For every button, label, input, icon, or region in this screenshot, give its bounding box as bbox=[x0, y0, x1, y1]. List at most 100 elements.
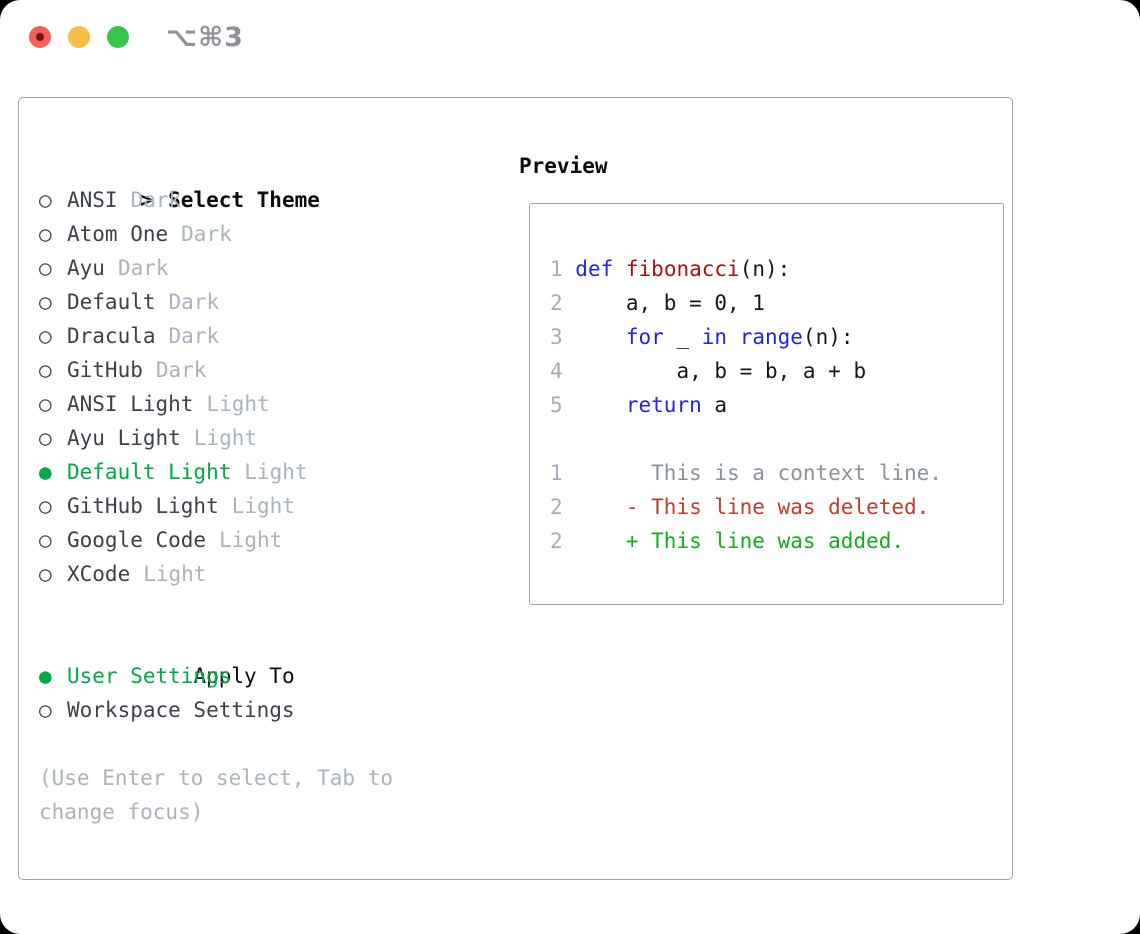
option-label: User Settings bbox=[67, 664, 232, 688]
code-line: 2 a, b = 0, 1 bbox=[550, 286, 1003, 320]
code-line: 1 This is a context line. bbox=[550, 456, 1003, 490]
apply-to-list: ● User Settings ○ Workspace Settings bbox=[39, 659, 393, 727]
minimize-button[interactable] bbox=[68, 26, 90, 48]
line-number: 1 bbox=[550, 257, 576, 281]
titlebar bbox=[29, 26, 129, 48]
code-token bbox=[727, 325, 740, 349]
keyword-token: range bbox=[739, 325, 803, 349]
code-line-blank bbox=[550, 422, 1003, 456]
close-button-dot bbox=[36, 33, 44, 41]
function-name-token: fibonacci bbox=[625, 257, 740, 281]
radio-icon: ○ bbox=[39, 392, 52, 416]
theme-variant-label: Light bbox=[244, 460, 308, 484]
line-number: 2 bbox=[550, 291, 576, 315]
option-label: GitHub bbox=[67, 358, 143, 382]
line-number: 1 bbox=[550, 461, 563, 485]
option-label: XCode bbox=[67, 562, 131, 586]
keyword-token: for bbox=[625, 325, 664, 349]
code-token bbox=[563, 529, 626, 553]
code-token: _ bbox=[663, 325, 702, 349]
radio-icon: ○ bbox=[39, 290, 52, 314]
theme-variant-label: Light bbox=[193, 426, 258, 450]
option-label: Workspace Settings bbox=[67, 698, 295, 722]
apply-to-section: Apply To ● User Settings ○ Workspace Settin… bbox=[39, 625, 393, 727]
code-line: 4 a, b = b, a + b bbox=[550, 354, 1003, 388]
radio-icon: ○ bbox=[39, 698, 52, 722]
apply-option-user-settings[interactable]: ● User Settings bbox=[39, 659, 393, 693]
theme-option-xcode[interactable]: ○ XCode Light bbox=[39, 557, 393, 591]
right-column: Preview 1 def fibonacci(n):2 a, b = 0, 1… bbox=[519, 149, 1004, 605]
theme-variant-label: Light bbox=[219, 528, 283, 552]
code-token bbox=[563, 495, 626, 519]
cursor-icon: > bbox=[140, 188, 153, 212]
code-token: a bbox=[701, 393, 728, 417]
code-token: a, b = 0, 1 bbox=[575, 291, 765, 315]
keyword-token: def bbox=[575, 257, 614, 281]
line-number: 3 bbox=[550, 325, 576, 349]
radio-icon: ○ bbox=[39, 222, 52, 246]
section-title: Select Theme bbox=[168, 188, 320, 212]
radio-icon: ○ bbox=[39, 494, 52, 518]
option-label: Dracula bbox=[67, 324, 156, 348]
option-label: Ayu Light bbox=[67, 426, 181, 450]
code-token bbox=[575, 325, 626, 349]
zoom-button[interactable] bbox=[107, 26, 129, 48]
theme-option-ansi-light[interactable]: ○ ANSI Light Light bbox=[39, 387, 393, 421]
line-number: 2 bbox=[550, 529, 563, 553]
option-label: ANSI bbox=[67, 188, 118, 212]
radio-icon: ○ bbox=[39, 358, 52, 382]
code-token bbox=[575, 393, 626, 417]
theme-variant-label: Dark bbox=[168, 324, 220, 348]
theme-variant-label: Light bbox=[143, 562, 207, 586]
radio-icon: ○ bbox=[39, 562, 52, 586]
radio-icon: ○ bbox=[39, 426, 52, 450]
option-label: ANSI Light bbox=[67, 392, 194, 416]
line-number: 4 bbox=[550, 359, 576, 383]
theme-variant-label: Dark bbox=[130, 188, 182, 212]
theme-variant-label: Dark bbox=[117, 256, 169, 280]
theme-option-github-light[interactable]: ○ GitHub Light Light bbox=[39, 489, 393, 523]
apply-option-workspace-settings[interactable]: ○ Workspace Settings bbox=[39, 693, 393, 727]
theme-option-google-code[interactable]: ○ Google Code Light bbox=[39, 523, 393, 557]
code-token bbox=[613, 257, 626, 281]
help-text: (Use Enter to select, Tab to change focus… bbox=[39, 761, 393, 829]
code-line: 2 - This line was deleted. bbox=[550, 490, 1003, 524]
window-shortcut-label: ⌥⌘3 bbox=[166, 22, 244, 53]
code-token: a, b = b, a + b bbox=[575, 359, 867, 383]
selected-radio-icon: ● bbox=[39, 664, 52, 688]
theme-variant-label: Light bbox=[231, 494, 295, 518]
preview-title: Preview bbox=[519, 154, 608, 178]
keyword-token: in bbox=[701, 325, 728, 349]
help-line: change focus) bbox=[39, 800, 204, 824]
diff-deleted-text: - This line was deleted. bbox=[625, 495, 930, 519]
code-line: 5 return a bbox=[550, 388, 1003, 422]
code-line: 3 for _ in range(n): bbox=[550, 320, 1003, 354]
theme-option-ayu-light[interactable]: ○ Ayu Light Light bbox=[39, 421, 393, 455]
code-line: 1 def fibonacci(n): bbox=[550, 252, 1003, 286]
theme-variant-label: Dark bbox=[155, 358, 207, 382]
keyword-token: return bbox=[625, 393, 702, 417]
radio-icon: ○ bbox=[39, 256, 52, 280]
theme-variant-label: Dark bbox=[168, 290, 220, 314]
radio-icon: ○ bbox=[39, 528, 52, 552]
theme-variant-label: Light bbox=[206, 392, 270, 416]
diff-context-text: This is a context line. bbox=[562, 461, 942, 485]
close-button[interactable] bbox=[29, 26, 51, 48]
option-label: GitHub Light bbox=[67, 494, 219, 518]
section-title: Apply To bbox=[193, 664, 295, 688]
theme-option-github[interactable]: ○ GitHub Dark bbox=[39, 353, 393, 387]
option-label: Google Code bbox=[67, 528, 207, 552]
selected-radio-icon: ● bbox=[39, 460, 52, 484]
help-line: (Use Enter to select, Tab to bbox=[39, 766, 394, 790]
